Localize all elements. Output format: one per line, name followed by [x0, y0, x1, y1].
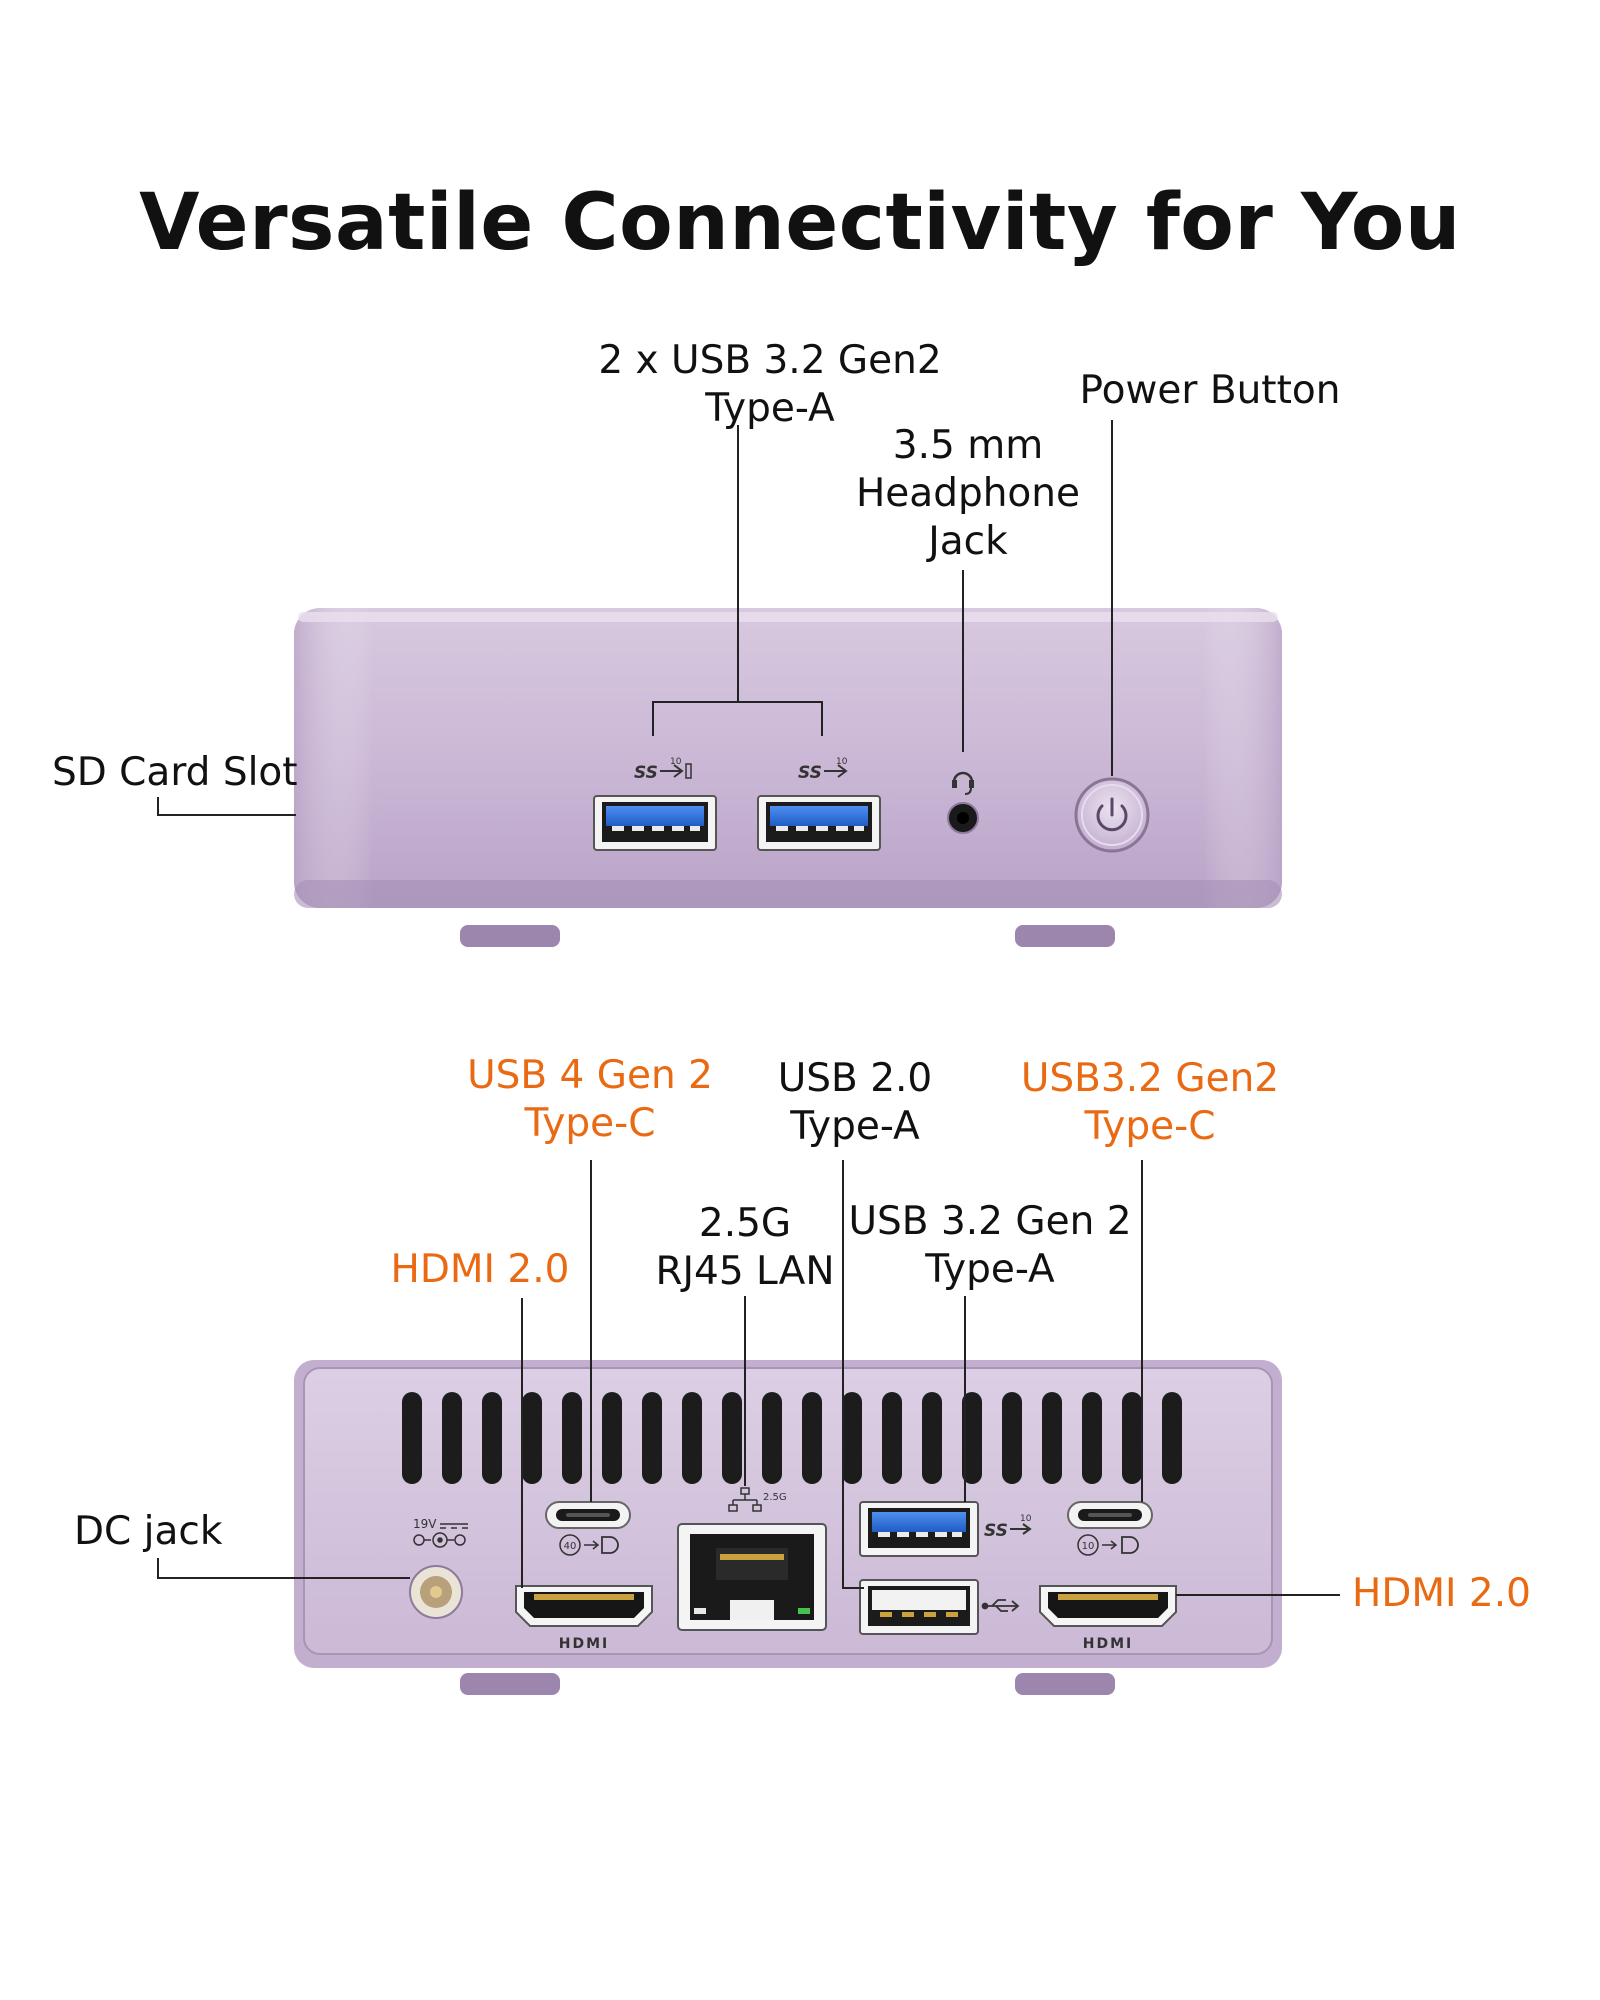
rj45-lan-port: [677, 1523, 827, 1631]
usb-superspeed-icon: SS 10: [634, 757, 692, 783]
svg-text:10: 10: [670, 757, 682, 767]
hdmi-logo-right: HDMI: [1083, 1636, 1133, 1652]
usb-2-0-type-a-port: [859, 1579, 979, 1635]
usb-3-2-type-c-port: [1067, 1501, 1153, 1529]
label-power-button: Power Button: [1079, 368, 1341, 413]
usb-superspeed-icon: SS 10: [798, 757, 848, 783]
label-hdmi-left: HDMI 2.0: [390, 1247, 570, 1292]
rear-device: 19V HDMI 40: [294, 1360, 1282, 1695]
usb-trident-icon: [981, 1599, 1020, 1612]
label-usb4-type-c: USB 4 Gen 2 Type-C: [467, 1053, 713, 1146]
displayport-icon: [1121, 1536, 1139, 1554]
label-dc-jack: DC jack: [74, 1509, 223, 1554]
headphone-jack: [947, 802, 979, 834]
label-hdmi-right: HDMI 2.0: [1352, 1571, 1531, 1616]
vent-slots: [402, 1392, 1182, 1484]
displayport-icon: [601, 1536, 619, 1554]
usb-superspeed-icon: SS 10: [984, 1514, 1032, 1541]
usb-a-port-front-2: [757, 795, 881, 851]
usbc-speed-mark: 10: [1077, 1534, 1118, 1556]
headphone-icon: [952, 771, 974, 795]
label-rj45-lan: 2.5G RJ45 LAN: [655, 1201, 835, 1294]
front-leader-lines: [157, 420, 1113, 816]
svg-text:SS: SS: [984, 1521, 1008, 1541]
hdmi-logo-left: HDMI: [559, 1636, 609, 1652]
front-device: SS 10 SS 10: [294, 608, 1282, 947]
svg-text:SS: SS: [634, 763, 658, 783]
label-usb-3-2-type-c: USB3.2 Gen2 Type-C: [1020, 1056, 1280, 1149]
ethernet-icon: [728, 1487, 762, 1512]
label-sd-card-slot: SD Card Slot: [52, 750, 298, 795]
usb4-speed-mark: 40: [559, 1534, 600, 1556]
svg-text:SS: SS: [798, 763, 822, 783]
svg-text:40: 40: [564, 1541, 577, 1552]
device-foot: [460, 925, 560, 947]
page-title: Versatile Connectivity for You: [139, 178, 1461, 268]
device-foot: [460, 1673, 560, 1695]
lan-speed-mark: 2.5G: [763, 1492, 787, 1503]
power-icon: [1096, 797, 1128, 832]
svg-text:10: 10: [1082, 1541, 1095, 1552]
hdmi-port-right: [1039, 1585, 1177, 1627]
dc-polarity-icon: [413, 1523, 468, 1548]
device-foot: [1015, 1673, 1115, 1695]
svg-text:10: 10: [1020, 1514, 1032, 1524]
dc-voltage-mark: 19V: [413, 1517, 437, 1531]
svg-text:10: 10: [836, 757, 848, 767]
label-headphone-jack: 3.5 mm Headphone Jack: [855, 423, 1081, 564]
usb4-type-c-port: [545, 1501, 631, 1529]
usb-3-2-type-a-port-rear: [859, 1501, 979, 1557]
dc-jack: [409, 1565, 463, 1619]
label-usb-a-front: 2 x USB 3.2 Gen2 Type-A: [598, 338, 942, 431]
usb-a-port-front-1: [593, 795, 717, 851]
rear-leader-lines: [157, 1160, 1340, 1596]
label-usb-3-2-type-a: USB 3.2 Gen 2 Type-A: [848, 1199, 1132, 1292]
hdmi-port-left: [515, 1585, 653, 1627]
label-usb-2-0-type-a: USB 2.0 Type-A: [777, 1056, 933, 1149]
device-foot: [1015, 925, 1115, 947]
